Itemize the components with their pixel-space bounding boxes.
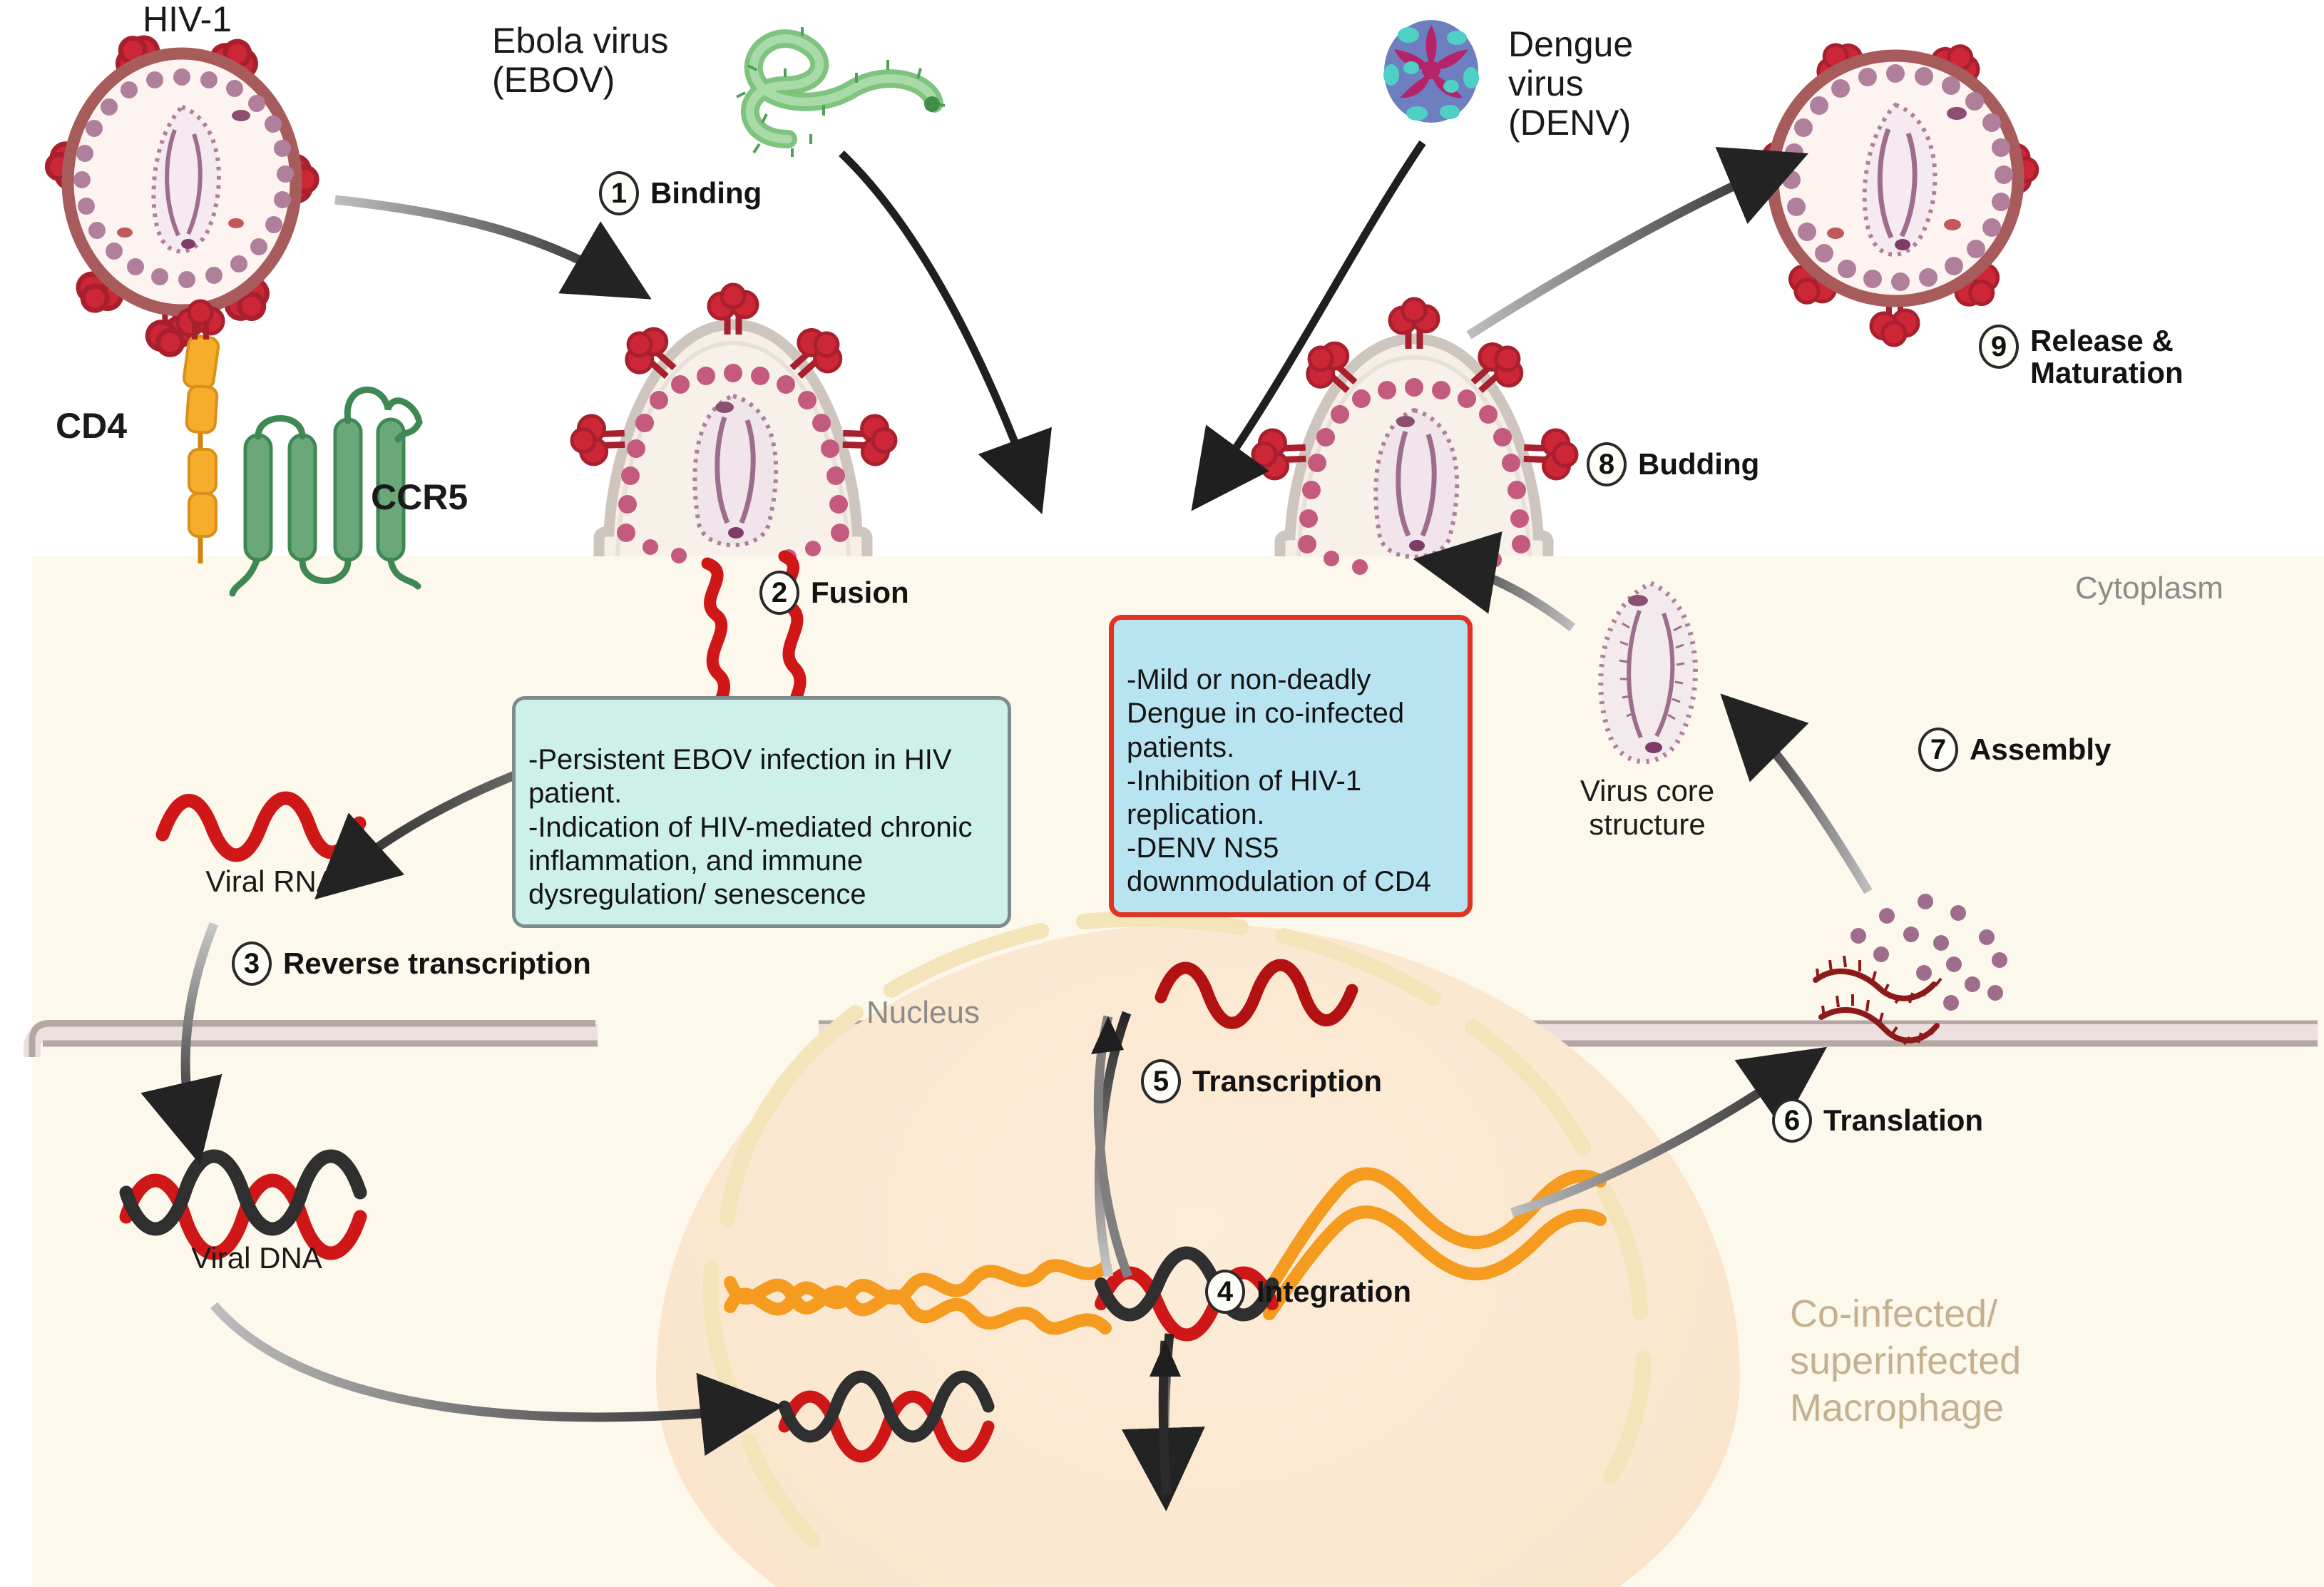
denv-info-box: -Mild or non-deadly Dengue in co-infecte…	[1109, 615, 1473, 917]
ebov-info-box: -Persistent EBOV infection in HIV patien…	[512, 696, 1011, 929]
step-5-label: Transcription	[1192, 1064, 1383, 1098]
hiv1-label: HIV-1	[143, 0, 232, 39]
step-1-label: Binding	[650, 176, 762, 210]
cd4-label: CD4	[56, 406, 128, 446]
step-2-number: 2	[759, 571, 799, 615]
hiv1-virion-budding	[1251, 297, 1579, 576]
step-4-label: Integration	[1256, 1275, 1411, 1309]
denv-label: Dengue virus (DENV)	[1508, 24, 1634, 143]
step-3-number: 3	[232, 942, 272, 986]
virus-core-label: Virus core structure	[1580, 774, 1715, 842]
step-9-release-maturation[interactable]: 9 Release & Maturation	[1979, 325, 2184, 389]
denv-info-text: -Mild or non-deadly Dengue in co-infecte…	[1127, 664, 1431, 898]
ccr5-label: CCR5	[371, 477, 469, 517]
step-4-number: 4	[1205, 1270, 1245, 1314]
step-5-transcription[interactable]: 5 Transcription	[1141, 1059, 1382, 1103]
hiv1-virion-free	[44, 35, 319, 357]
ebov-label: Ebola virus (EBOV)	[492, 21, 669, 100]
step-3-reverse-transcription[interactable]: 3 Reverse transcription	[232, 942, 591, 986]
viral-dna-label: Viral DNA	[191, 1241, 322, 1275]
cytoplasm-label: Cytoplasm	[2075, 571, 2223, 606]
step-4-integration[interactable]: 4 Integration	[1205, 1270, 1411, 1314]
step-8-number: 8	[1587, 442, 1627, 486]
step-9-label: Release & Maturation	[2030, 324, 2184, 390]
hiv1-virion-released	[1756, 43, 2039, 347]
hiv1-virion-entering	[570, 282, 898, 565]
step-3-label: Reverse transcription	[283, 946, 591, 981]
ebola-virion	[736, 27, 946, 157]
step-9-number: 9	[1979, 325, 2019, 369]
step-7-label: Assembly	[1970, 733, 2111, 767]
ebov-info-text: -Persistent EBOV infection in HIV patien…	[528, 744, 973, 910]
step-1-binding[interactable]: 1 Binding	[599, 171, 762, 215]
viral-rna-label: Viral RNA	[205, 864, 337, 898]
step-5-number: 5	[1141, 1059, 1181, 1103]
macrophage-label: Co-infected/ superinfected Macrophage	[1790, 1292, 2022, 1429]
step-2-fusion[interactable]: 2 Fusion	[759, 571, 909, 615]
step-8-budding[interactable]: 8 Budding	[1587, 442, 1759, 486]
step-6-label: Translation	[1823, 1103, 1984, 1138]
step-1-number: 1	[599, 171, 639, 215]
step-7-assembly[interactable]: 7 Assembly	[1918, 728, 2111, 772]
step-6-translation[interactable]: 6 Translation	[1772, 1098, 1983, 1143]
step-8-label: Budding	[1638, 447, 1760, 481]
step-2-label: Fusion	[811, 576, 909, 610]
step-6-number: 6	[1772, 1098, 1812, 1143]
step-7-number: 7	[1918, 728, 1958, 772]
nucleus-label: Nucleus	[866, 995, 980, 1030]
dengue-virion	[1383, 20, 1479, 123]
cd4-receptor	[175, 299, 225, 563]
